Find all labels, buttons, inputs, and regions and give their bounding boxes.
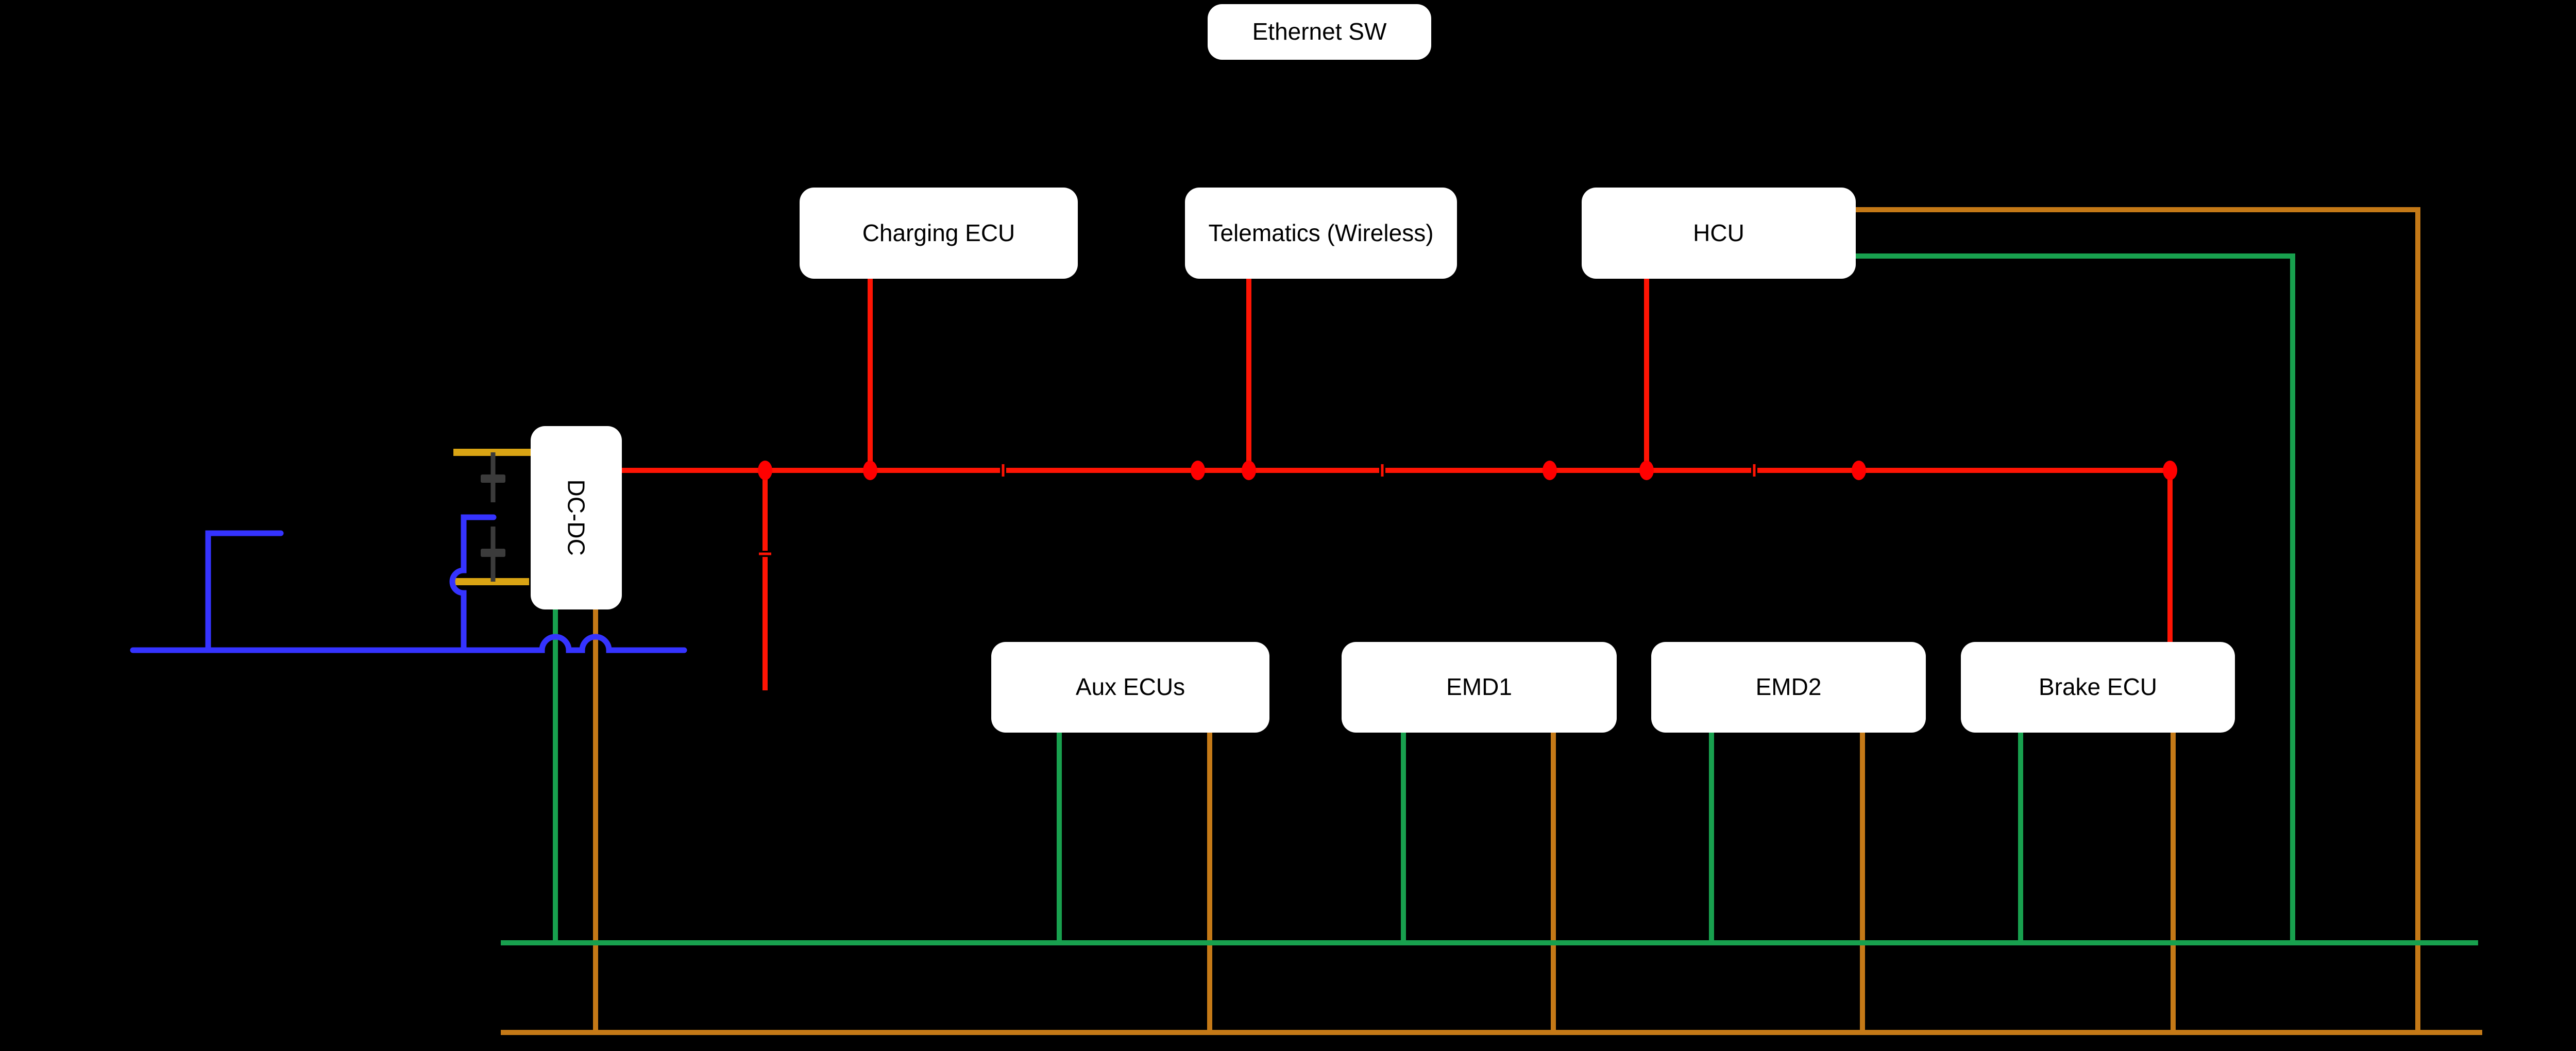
red-junction-dot [863,461,877,480]
node-emd2: EMD2 [1651,642,1926,733]
node-emd1: EMD1 [1342,642,1617,733]
node-label: Ethernet SW [1252,18,1387,45]
node-label: DC-DC [563,479,590,556]
node-label: EMD1 [1446,673,1512,701]
node-hcu: HCU [1582,188,1856,279]
orange-bus [501,207,2482,1035]
blue-lv-wiring [130,514,687,653]
node-ethernet-sw: Ethernet SW [1208,4,1431,60]
orange-hcu-branch [1856,207,2420,1032]
red-junction-dot [1191,461,1205,480]
red-junction-dot [758,461,772,480]
blue-bus-line [130,634,687,653]
red-junction-dot [1639,461,1654,480]
node-label: Telematics (Wireless) [1208,219,1434,246]
node-label: Charging ECU [862,219,1015,246]
cell-plate-top [481,474,505,483]
node-brake-ecu: Brake ECU [1961,642,2235,733]
red-junction-dot [1852,461,1866,480]
green-hcu-branch [1856,253,2295,943]
green-bus [501,253,2478,945]
node-telematics: Telematics (Wireless) [1185,188,1457,279]
red-junction-dot [1543,461,1557,480]
hv-rails [452,449,531,585]
node-label: Aux ECUs [1075,673,1185,701]
cell-plate-bottom [481,549,505,557]
blue-cell-tap [449,514,497,653]
node-aux-ecus: Aux ECUs [991,642,1269,733]
red-junction-dot [2163,461,2177,480]
node-label: HCU [1693,219,1744,246]
node-dc-dc: DC-DC [531,426,622,609]
node-label: EMD2 [1755,673,1822,701]
blue-stub-left [205,530,284,653]
node-charging-ecu: Charging ECU [800,188,1078,279]
red-bus [622,279,2177,690]
red-junction-dot [1242,461,1256,480]
node-label: Brake ECU [2038,673,2158,701]
